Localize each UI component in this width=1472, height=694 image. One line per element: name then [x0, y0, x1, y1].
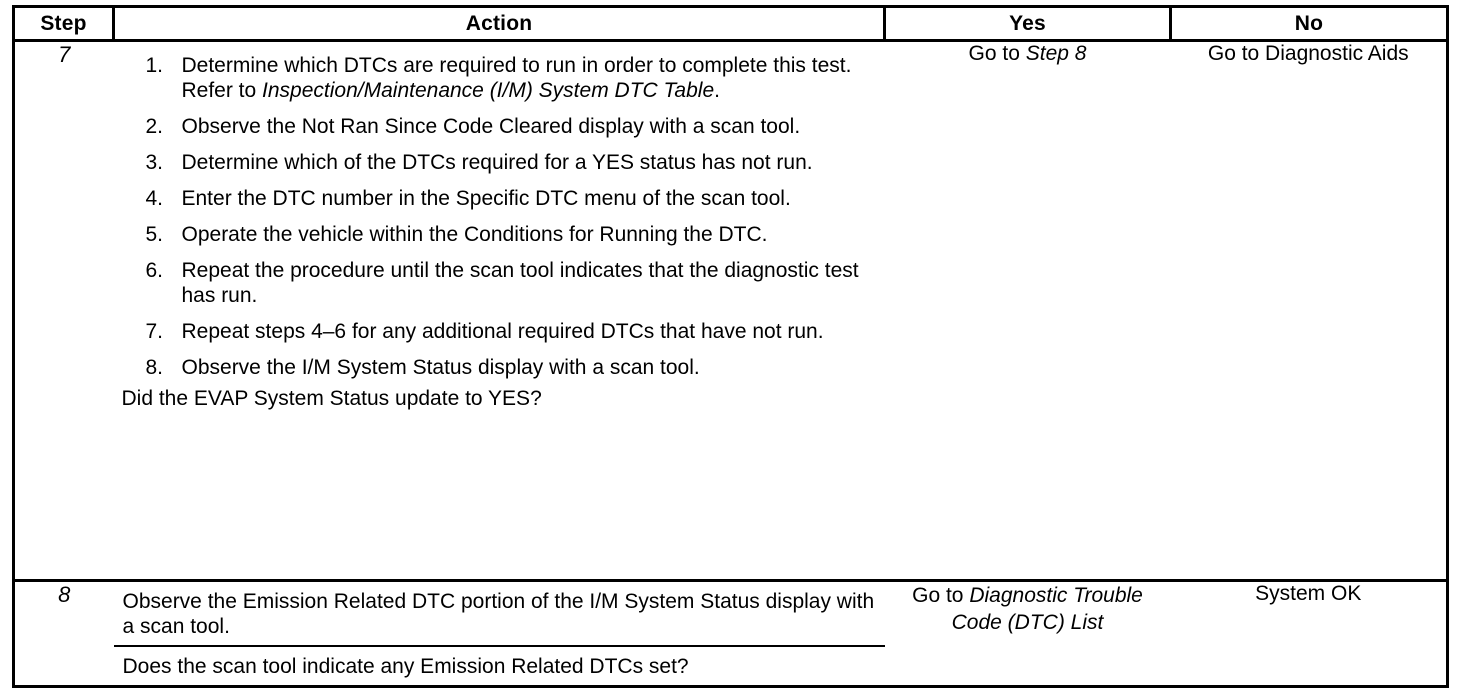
list-item-text: Determine which DTCs are required to run…: [181, 54, 852, 102]
column-header-yes: Yes: [884, 6, 1172, 42]
list-item: 4. Enter the DTC number in the Specific D…: [114, 186, 875, 211]
list-item: 7. Repeat steps 4–6 for any additional re…: [114, 319, 875, 344]
step-number-7: 7: [13, 40, 114, 581]
list-item: 6. Repeat the procedure until the scan to…: [114, 258, 875, 308]
list-item: 2. Observe the Not Ran Since Code Cleared…: [114, 114, 875, 139]
list-item-text: Observe the Not Ran Since Code Cleared d…: [181, 115, 801, 138]
list-item-number: 6.: [145, 259, 164, 282]
list-item-text-italic: Inspection/Maintenance (I/M) System DTC …: [262, 79, 715, 102]
list-item: 5. Operate the vehicle within the Conditi…: [114, 222, 875, 247]
list-item-number: 8.: [145, 356, 164, 379]
action-steps-list-7: 1. Determine which DTCs are required to r…: [114, 42, 885, 380]
yes-text-italic: Step 8: [1025, 42, 1087, 65]
yes-cell-step-8: Go to Diagnostic Trouble Code (DTC) List: [884, 579, 1171, 687]
table-row: 8 Observe the Emission Related DTC porti…: [13, 579, 1448, 687]
list-item-text: Enter the DTC number in the Specific DTC…: [181, 187, 791, 210]
list-item-number: 1.: [145, 54, 164, 77]
step-number-8: 8: [13, 579, 114, 687]
action-instruction-8: Observe the Emission Related DTC portion…: [113, 582, 885, 647]
list-item: 1. Determine which DTCs are required to r…: [114, 53, 875, 103]
no-text-lead: Go to Diagnostic Aids: [1207, 42, 1409, 65]
yes-text-lead: Go to: [968, 42, 1026, 65]
table-row: 7 1. Determine which DTCs are required to…: [13, 40, 1448, 581]
list-item-number: 7.: [145, 320, 164, 343]
yes-text-lead: Go to: [912, 584, 970, 607]
action-question-7: Did the EVAP System Status update to YES…: [121, 387, 542, 410]
yes-cell-step-7: Go to Step 8: [884, 40, 1171, 581]
diagnostic-step-table: Step Action Yes No 7 1. Determine which D…: [12, 5, 1449, 688]
no-text-lead: System OK: [1255, 582, 1362, 605]
list-item-number: 5.: [145, 223, 164, 246]
list-item: 8. Observe the I/M System Status display …: [114, 355, 875, 380]
list-item-number: 2.: [145, 115, 164, 138]
yes-text-italic: Diagnostic Trouble Code (DTC) List: [951, 584, 1143, 634]
action-cell-step-7: 1. Determine which DTCs are required to r…: [113, 40, 885, 581]
list-item-text: Determine which of the DTCs required for…: [181, 151, 813, 174]
column-header-no: No: [1170, 6, 1448, 42]
list-item-text: Observe the I/M System Status display wi…: [181, 356, 700, 379]
action-inner-8: Observe the Emission Related DTC portion…: [113, 582, 885, 685]
list-item-text-tail: .: [714, 79, 720, 102]
list-item: 3. Determine which of the DTCs required f…: [114, 150, 875, 175]
list-item-number: 3.: [145, 151, 164, 174]
list-item-text: Operate the vehicle within the Condition…: [181, 223, 768, 246]
list-item-text: Repeat steps 4–6 for any additional requ…: [181, 320, 824, 343]
table-header-row: Step Action Yes No: [13, 6, 1448, 42]
column-header-action: Action: [113, 6, 886, 42]
list-item-text: Repeat the procedure until the scan tool…: [181, 259, 859, 307]
action-question-8: Does the scan tool indicate any Emission…: [122, 655, 689, 678]
column-header-step: Step: [13, 6, 115, 42]
no-cell-step-7: Go to Diagnostic Aids: [1170, 40, 1448, 581]
no-cell-step-8: System OK: [1170, 579, 1448, 687]
list-item-number: 4.: [145, 187, 164, 210]
action-cell-step-8: Observe the Emission Related DTC portion…: [113, 579, 885, 687]
